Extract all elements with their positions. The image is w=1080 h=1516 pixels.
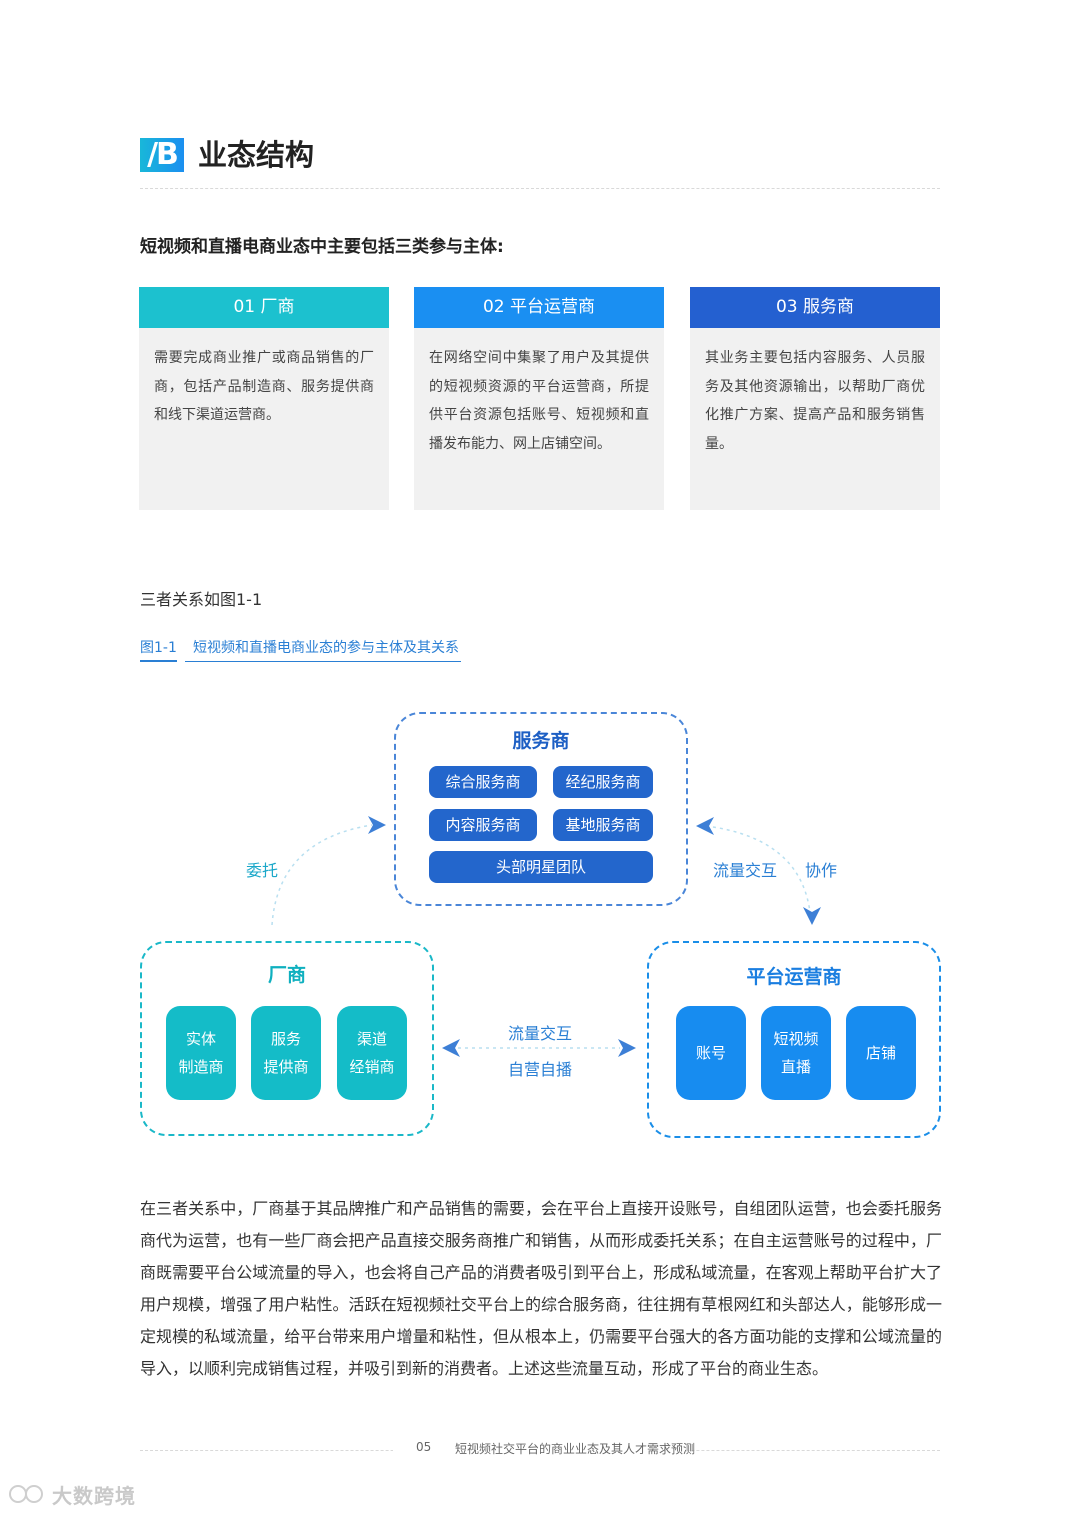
self-live-label: 自营自播	[508, 1060, 573, 1079]
flow-label: 流量交互	[508, 1024, 573, 1043]
card-title: 02 平台运营商	[414, 287, 664, 328]
figure-rule	[140, 660, 177, 662]
watermark-logo-icon	[9, 1485, 43, 1503]
entrust-label: 委托	[246, 861, 279, 880]
figure-number: 图1-1	[140, 640, 177, 656]
card-service: 03 服务商 其业务主要包括内容服务、人员服务及其他资源输出，以帮助厂商优化推广…	[690, 287, 940, 510]
intro-text: 短视频和直播电商业态中主要包括三类参与主体:	[140, 237, 504, 257]
figure-rule	[185, 661, 461, 662]
card-body: 其业务主要包括内容服务、人员服务及其他资源输出，以帮助厂商优化推广方案、提高产品…	[705, 350, 925, 452]
card-platform: 02 平台运营商 在网络空间中集聚了用户及其提供的短视频资源的平台运营商，所提供…	[414, 287, 664, 510]
relation-text: 三者关系如图1-1	[140, 590, 263, 609]
manufacturer-item: 服务 提供商	[251, 1006, 321, 1100]
header-divider	[140, 188, 940, 189]
service-item: 头部明星团队	[429, 851, 653, 883]
platform-item: 短视频 直播	[761, 1006, 831, 1100]
card-title: 03 服务商	[690, 287, 940, 328]
manufacturer-box	[140, 941, 434, 1136]
collab-connector	[705, 825, 811, 913]
arrow-icon	[696, 817, 714, 835]
service-provider-box	[394, 712, 688, 906]
footer-title: 短视频社交平台的商业业态及其人才需求预测	[455, 1442, 696, 1456]
card-title: 01 厂商	[139, 287, 389, 328]
card-body: 在网络空间中集聚了用户及其提供的短视频资源的平台运营商，所提供平台资源包括账号、…	[429, 350, 649, 452]
watermark-text: 大数跨境	[52, 1484, 136, 1508]
figure-title: 短视频和直播电商业态的参与主体及其关系	[193, 640, 459, 656]
arrow-icon	[618, 1039, 636, 1057]
flow-label: 流量交互	[713, 861, 778, 880]
platform-operator-box	[647, 941, 941, 1138]
arrow-icon	[442, 1039, 460, 1057]
service-item: 内容服务商	[429, 809, 537, 841]
page-number: 05	[416, 1440, 432, 1454]
service-item: 综合服务商	[429, 766, 537, 798]
section-title: 业态结构	[198, 138, 315, 172]
section-mark: /B	[140, 138, 184, 172]
service-item: 经纪服务商	[553, 766, 653, 798]
entrust-connector	[271, 824, 373, 926]
manufacturer-title: 厂商	[267, 964, 306, 986]
card-body: 需要完成商业推广或商品销售的厂商，包括产品制造商、服务提供商和线下渠道运营商。	[154, 350, 374, 423]
service-provider-title: 服务商	[512, 730, 570, 752]
cooperate-label: 协作	[805, 861, 838, 880]
manufacturer-item: 渠道 经销商	[337, 1006, 407, 1100]
body-paragraph: 在三者关系中，厂商基于其品牌推广和产品销售的需要，会在平台上直接开设账号，自组团…	[140, 1199, 942, 1378]
platform-item: 账号	[676, 1006, 746, 1100]
footer-gap	[393, 1444, 689, 1456]
card-manufacturer: 01 厂商 需要完成商业推广或商品销售的厂商，包括产品制造商、服务提供商和线下渠…	[139, 287, 389, 510]
manufacturer-item: 实体 制造商	[166, 1006, 236, 1100]
arrow-icon	[368, 816, 386, 834]
service-item: 基地服务商	[553, 809, 653, 841]
arrow-icon	[803, 907, 821, 925]
platform-operator-title: 平台运营商	[746, 966, 842, 988]
platform-item: 店铺	[846, 1006, 916, 1100]
